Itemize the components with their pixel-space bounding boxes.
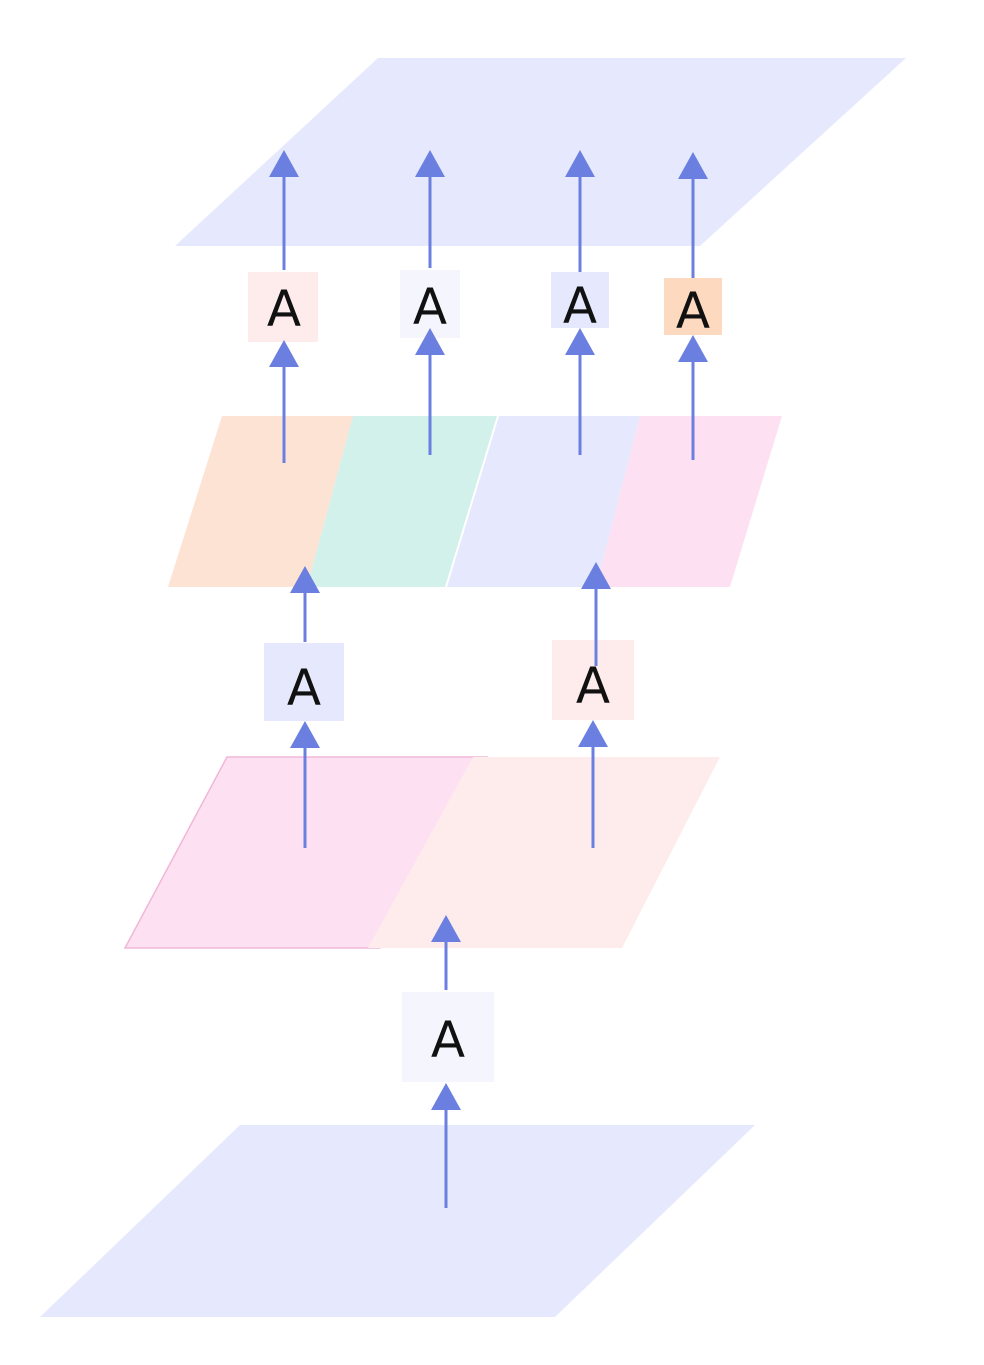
arrow-layer2-right-to-block-3 [578,720,608,848]
arrow-segment-2-to-block-5 [415,328,445,455]
input-plane [40,1125,755,1317]
layer3-segment-3 [447,416,640,587]
arrow-segment-3-to-block-6 [565,328,595,455]
block-5-label: A [413,278,447,336]
arrow-block-6-to-output [565,150,595,272]
arrow-input-to-block-1 [431,1083,461,1208]
arrow-block-4-to-output [269,150,299,270]
layer3-segment-1 [168,416,353,587]
arrow-segment-4-to-block-7 [678,335,708,460]
arrow-block-7-to-output [678,152,708,278]
block-7: A [664,278,722,340]
block-2: A [264,643,344,721]
block-1: A [402,992,494,1082]
layer2-right-segment [368,757,720,948]
arrow-block-5-to-output [415,150,445,268]
arrow-segment-1-to-block-4 [269,340,299,463]
block-2-label: A [287,659,321,717]
layer3-segment-2 [307,416,497,587]
block-3-label: A [576,657,610,715]
arrow-block-3-to-layer3 [581,562,611,666]
block-3: A [552,640,634,720]
block-6-label: A [563,277,597,335]
block-5: A [400,270,460,338]
arrow-block-2-to-layer3 [290,566,320,642]
block-4: A [248,272,318,342]
block-1-label: A [431,1011,465,1069]
layer3-segment-4 [596,416,782,587]
output-plane [175,58,906,246]
arrow-block-1-to-layer2 [431,915,461,990]
block-7-label: A [676,282,710,340]
block-4-label: A [267,280,301,338]
block-6: A [551,272,609,335]
arrow-layer2-left-to-block-2 [290,721,320,848]
